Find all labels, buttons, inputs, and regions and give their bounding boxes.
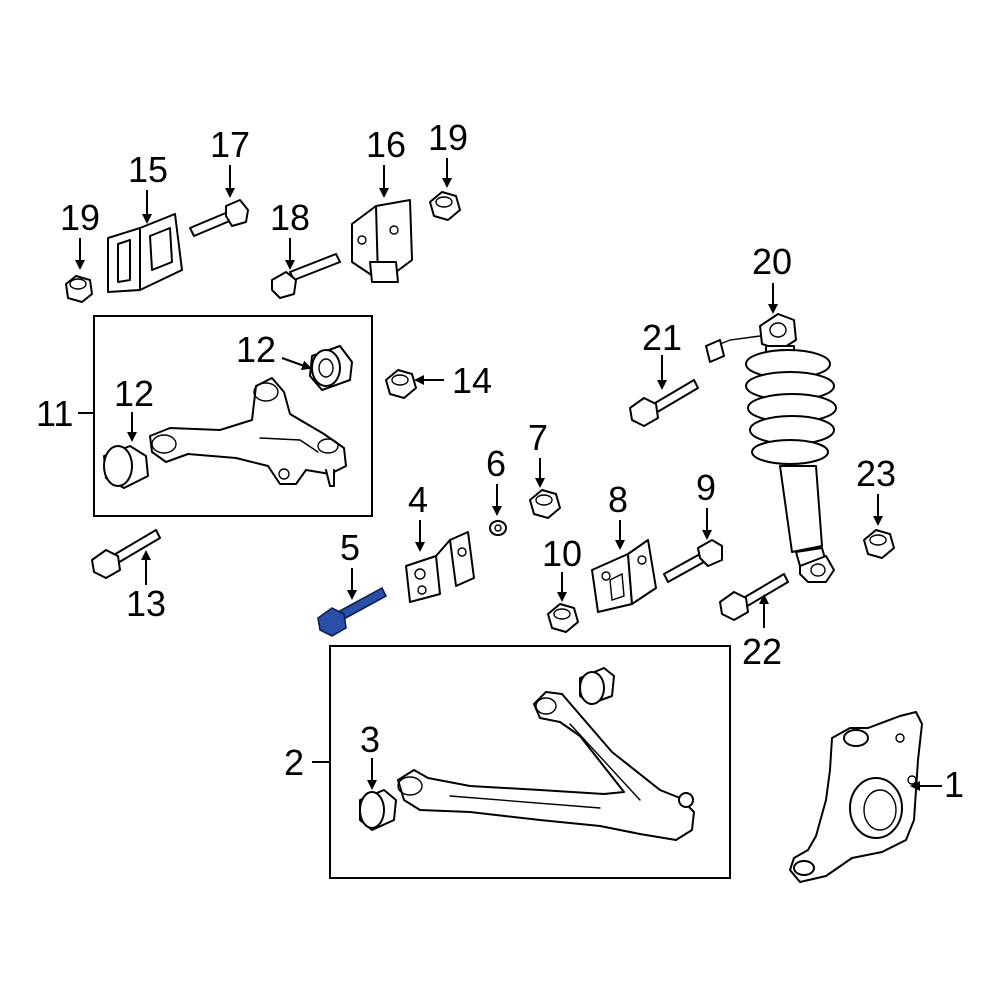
- callout-13: 13: [126, 583, 166, 624]
- callout-3: 3: [360, 719, 380, 760]
- callout-12-bottom: 12: [114, 373, 154, 414]
- lower-arm-group-box: [329, 645, 731, 879]
- callout-5: 5: [340, 527, 360, 568]
- callout-6: 6: [486, 443, 506, 484]
- part-13-bolt[interactable]: [91, 529, 161, 579]
- part-17-bolt[interactable]: [189, 199, 249, 237]
- part-2-bushing-top[interactable]: [579, 667, 615, 705]
- part-2-lower-control-arm[interactable]: [397, 691, 695, 841]
- part-4-bracket[interactable]: [405, 531, 475, 603]
- part-1-steering-knuckle[interactable]: [789, 711, 923, 883]
- callout-17: 17: [210, 124, 250, 165]
- part-18-bolt[interactable]: [271, 253, 341, 299]
- part-12-bushing-bottom[interactable]: [103, 445, 149, 489]
- part-19-nut-right[interactable]: [429, 191, 461, 221]
- part-16-bracket[interactable]: [351, 199, 413, 283]
- callout-8: 8: [608, 479, 628, 520]
- part-5-bolt-highlighted[interactable]: [317, 586, 388, 637]
- part-3-bushing[interactable]: [359, 789, 397, 831]
- callout-22: 22: [742, 631, 782, 672]
- part-15-bracket[interactable]: [107, 213, 183, 293]
- callout-18: 18: [270, 197, 310, 238]
- callout-2: 2: [284, 742, 304, 783]
- part-12-bushing-top[interactable]: [309, 345, 353, 391]
- part-9-bolt[interactable]: [663, 539, 723, 583]
- part-23-nut[interactable]: [863, 529, 895, 559]
- callout-10: 10: [542, 533, 582, 574]
- part-7-nut[interactable]: [529, 489, 561, 519]
- callout-23: 23: [856, 453, 896, 494]
- part-20-shock-absorber[interactable]: [705, 313, 837, 583]
- callout-20: 20: [752, 241, 792, 282]
- part-21-bolt[interactable]: [629, 379, 699, 427]
- part-14-nut[interactable]: [385, 369, 417, 399]
- part-8-bracket[interactable]: [591, 539, 657, 613]
- callout-11: 11: [36, 393, 73, 434]
- part-6-washer[interactable]: [489, 520, 507, 536]
- callout-1: 1: [944, 764, 964, 805]
- callout-9: 9: [696, 467, 716, 508]
- callout-15: 15: [128, 149, 168, 190]
- upper-arm-group-box: [93, 315, 373, 517]
- part-11-upper-control-arm[interactable]: [149, 377, 347, 487]
- callout-7: 7: [528, 417, 548, 458]
- callout-16: 16: [366, 124, 406, 165]
- callout-19-right: 19: [428, 117, 468, 158]
- callout-21: 21: [642, 317, 682, 358]
- part-19-nut-left[interactable]: [65, 275, 93, 303]
- part-10-nut[interactable]: [547, 603, 579, 633]
- callout-14: 14: [452, 360, 492, 401]
- callout-12-top: 12: [236, 329, 276, 370]
- callout-19-left: 19: [60, 197, 100, 238]
- callout-4: 4: [408, 479, 428, 520]
- part-22-bolt[interactable]: [719, 573, 789, 621]
